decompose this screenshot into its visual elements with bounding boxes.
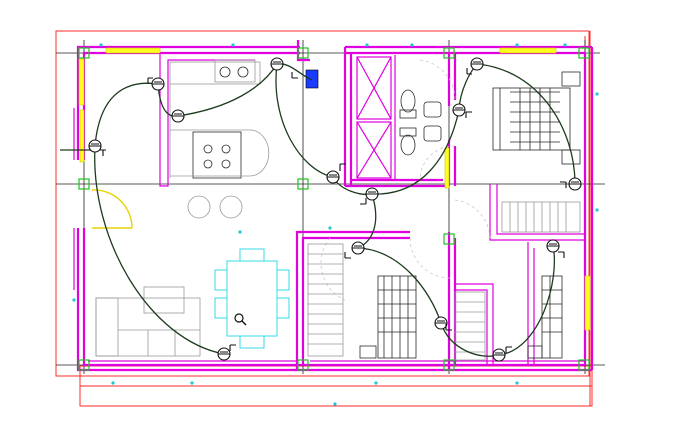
wall-switch-icon [100, 149, 106, 156]
ceiling-light-icon [452, 103, 466, 117]
sofa [95, 286, 201, 357]
wall-switch-icon [147, 77, 153, 84]
wall-switches [100, 68, 567, 353]
ceiling-light-icon [151, 77, 165, 91]
wall-switch-icon [558, 251, 565, 258]
wall-switch-icon [465, 111, 472, 118]
ceiling-light-icon [88, 139, 102, 153]
ceiling-light-icon [326, 170, 340, 184]
electrical-circuits [60, 63, 576, 357]
kitchen [169, 59, 270, 219]
dining-table-set [214, 248, 290, 349]
wall-switch-icon [291, 72, 298, 79]
ceiling-light-icon [434, 316, 448, 330]
stove [192, 131, 242, 179]
wall-switch-icon [344, 252, 351, 259]
doors [91, 59, 491, 301]
ceiling-light-icon [492, 348, 506, 362]
lower-beds [359, 275, 563, 359]
stairs [307, 201, 581, 361]
ceiling-lights [88, 57, 582, 362]
wall-switch-icon [560, 181, 567, 188]
wall-switch-icon [339, 163, 346, 171]
ceiling-light-icon [470, 57, 484, 71]
ceiling-light-icon [217, 347, 231, 361]
windows [78, 47, 591, 331]
wall-switch-icon [360, 198, 367, 205]
wall-switch-icon [505, 346, 512, 353]
ceiling-light-icon [546, 239, 560, 253]
master-bed [492, 71, 581, 165]
water-heater [305, 69, 319, 89]
ceiling-light-icon [270, 57, 284, 71]
walls [73, 40, 594, 372]
wall-switch-icon [466, 68, 472, 75]
ceiling-light-icon [568, 177, 582, 191]
ceiling-light-icon [365, 187, 379, 201]
structural-columns [78, 47, 590, 371]
dimension-markers [72, 43, 599, 406]
ceiling-light-icon [351, 241, 365, 255]
bathroom [305, 56, 442, 179]
ceiling-light-icon [171, 109, 185, 123]
search-magnifier-icon [234, 313, 247, 326]
wall-switch-icon [229, 344, 236, 351]
outer-red-border [55, 30, 593, 407]
wall-switch-icon [445, 324, 452, 331]
